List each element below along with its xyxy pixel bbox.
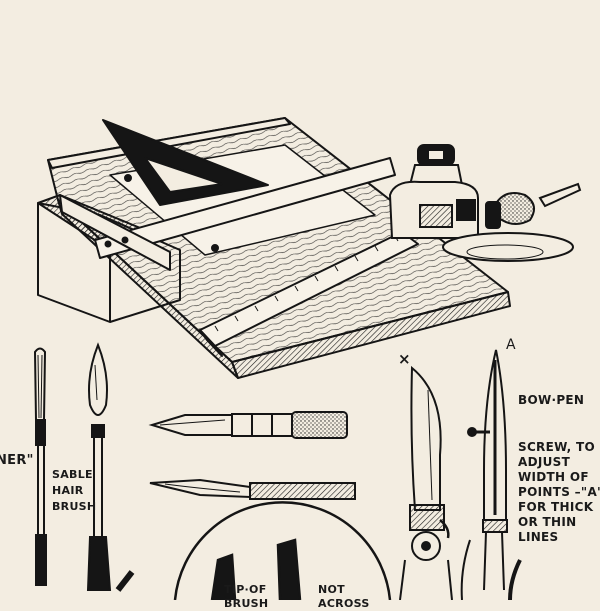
tip-of-brush-label: TIP·OF BRUSH [224,583,269,610]
bow-pen-label: BOW·PEN [518,393,585,407]
brush-tip-detail [173,501,392,600]
ink-bottle [388,144,479,239]
sable-brush-label: SABLE HAIR BRUSH [52,468,97,513]
bow-pen [460,349,522,600]
not-across-label: NOT ACROSS [318,583,370,610]
set-square [102,119,269,206]
sable-hair-brush [86,342,112,591]
marker-x: × [398,350,411,368]
marker-a: A [506,337,516,353]
saucer [442,232,574,262]
scraper-tool [149,478,356,500]
dropper [485,182,582,229]
screw-note: SCREW, TO ADJUST WIDTH OF POINTS –"A" FO… [518,440,600,544]
liner-brush [33,347,47,586]
drawing-board [37,117,511,379]
liner-label: NER" [0,453,34,468]
t-square-head [59,194,171,271]
pen-knife [399,365,453,600]
t-square-blade [94,157,396,259]
brush-partial-right [115,570,135,592]
knife-tool [148,411,348,439]
